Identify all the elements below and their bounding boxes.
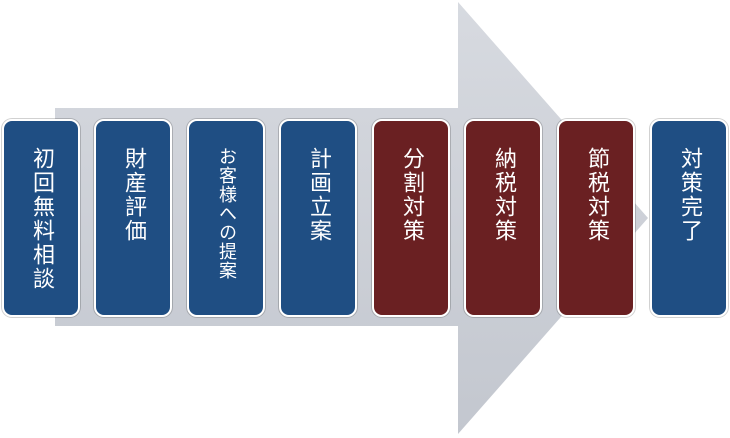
step-box-1: 初回無料相談: [2, 119, 80, 317]
step-label-8: 対策完了: [677, 147, 702, 243]
step-label-3: お客様への提案: [216, 147, 237, 280]
step-box-3: お客様への提案: [187, 119, 265, 317]
step-box-8: 対策完了: [650, 119, 728, 317]
step-label-4: 計画立案: [306, 147, 331, 243]
step-label-6: 納税対策: [491, 147, 516, 243]
step-box-5: 分割対策: [372, 119, 450, 317]
step-label-1: 初回無料相談: [29, 147, 54, 291]
step-box-6: 納税対策: [464, 119, 542, 317]
step-box-2: 財産評価: [94, 119, 172, 317]
step-box-7: 節税対策: [557, 119, 635, 317]
step-box-4: 計画立案: [279, 119, 357, 317]
step-label-5: 分割対策: [399, 147, 424, 243]
step-label-2: 財産評価: [121, 147, 146, 243]
step-label-7: 節税対策: [584, 147, 609, 243]
